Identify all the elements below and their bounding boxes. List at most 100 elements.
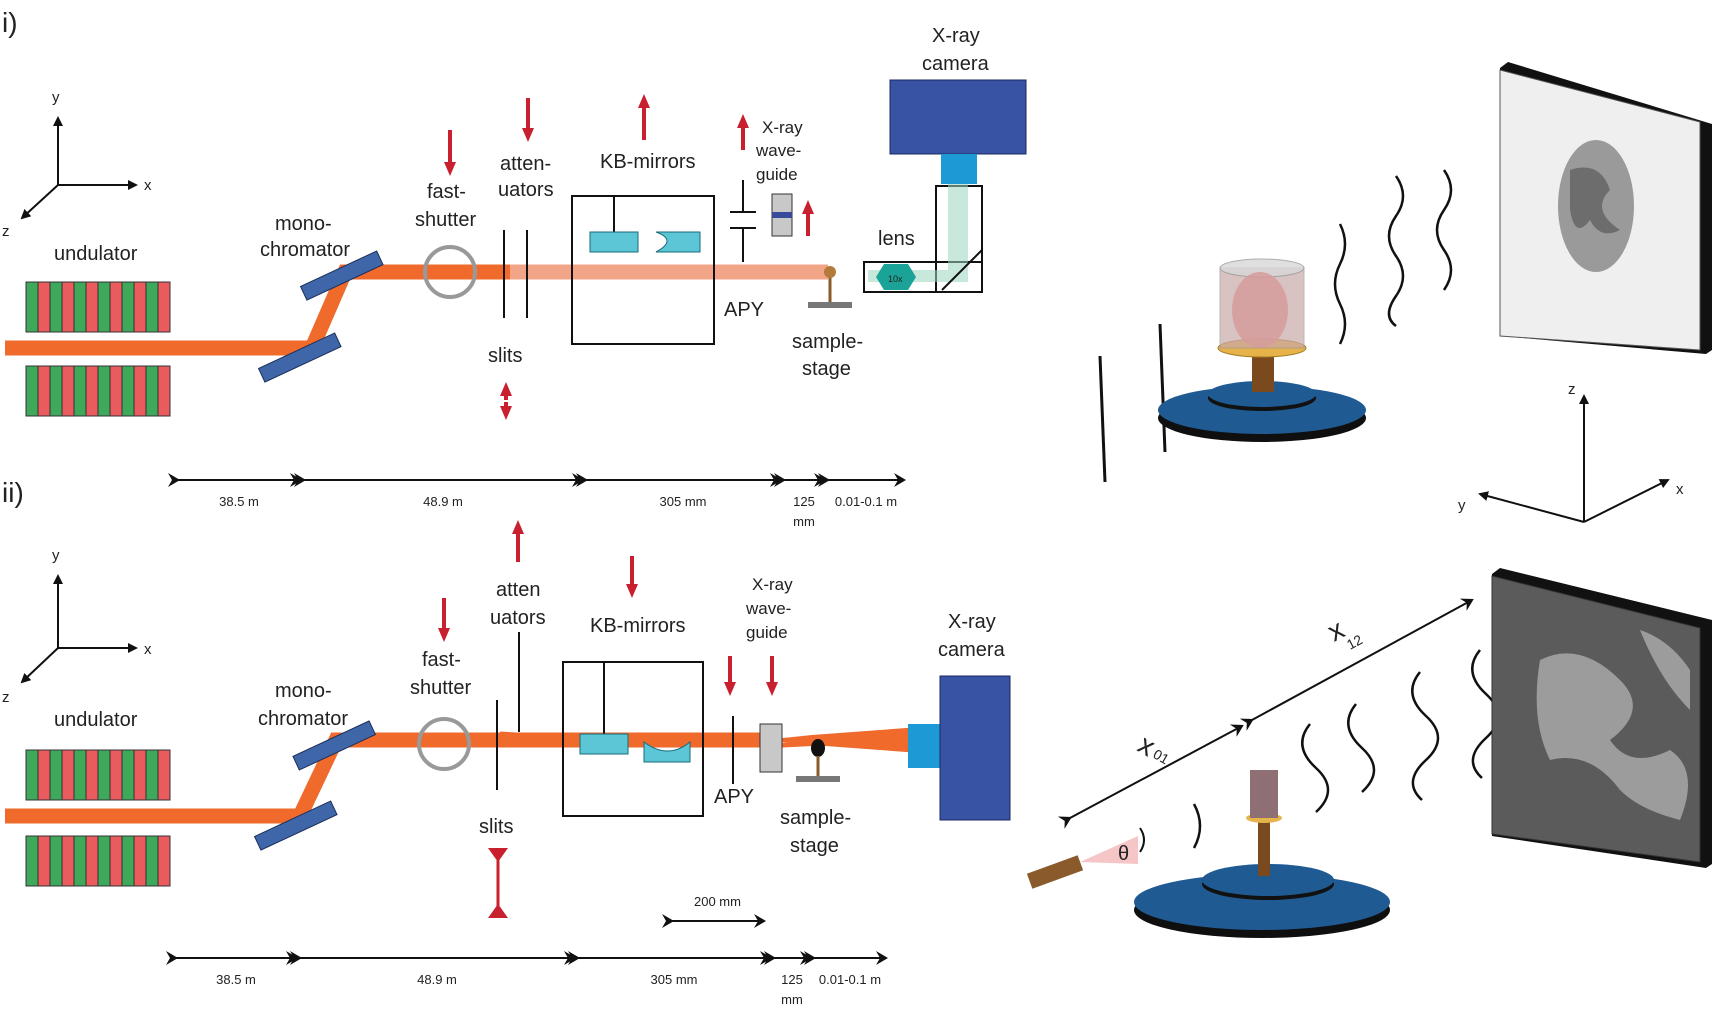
axes-3d <box>1478 394 1670 523</box>
shutter-label-1: fast- <box>422 649 461 671</box>
undulator-magnet <box>85 365 99 417</box>
panel-i: i) y x z undulator mono- chromator fast-… <box>2 7 1027 529</box>
wg-label-2: wave- <box>745 599 791 618</box>
holography-schematic-bottom: x 01 x 12 θ <box>1026 568 1712 938</box>
undulator-magnet <box>37 281 51 333</box>
undulator-magnet <box>73 749 87 801</box>
wg-label-3: guide <box>746 623 788 642</box>
undulator-magnet <box>25 365 39 417</box>
wavefront <box>1301 723 1330 813</box>
x12-distance <box>1239 598 1474 731</box>
stage-label-1: sample- <box>780 807 851 829</box>
atten-label-2: uators <box>490 607 546 629</box>
dimension-label: 305 mm <box>660 494 707 509</box>
atten-label-2: uators <box>498 179 554 201</box>
source-tip <box>1026 855 1084 889</box>
wavefront <box>1192 803 1202 849</box>
kb-mirror-v <box>589 231 639 253</box>
undulator-magnet <box>73 281 87 333</box>
undulator-magnet <box>145 835 159 887</box>
theta-label: θ <box>1118 843 1129 865</box>
axis-z-label: z <box>1568 381 1576 398</box>
undulator-magnet <box>157 365 171 417</box>
beam-cone <box>1080 836 1138 864</box>
hologram-feature <box>1570 167 1620 234</box>
scale-bar-label: 200 mm <box>694 894 741 909</box>
undulator-magnet <box>61 281 75 333</box>
wavefront <box>1333 223 1347 345</box>
sample-holder <box>1258 818 1270 876</box>
undulator-magnet <box>157 281 171 333</box>
undulator-magnet <box>121 749 135 801</box>
axis-x-label: x <box>1676 481 1684 498</box>
waveguide-channel <box>772 212 792 218</box>
undulator-magnet <box>61 835 75 887</box>
kb-mirror-v <box>579 733 629 755</box>
undulator-magnet <box>49 365 63 417</box>
undulator-magnet <box>157 835 171 887</box>
kb-mirror-h <box>643 740 691 763</box>
optical-path <box>868 182 968 282</box>
undulator-magnet <box>121 835 135 887</box>
mono-crystal-bottom <box>253 800 338 851</box>
fast-shutter-ring <box>423 245 477 299</box>
shutter-label-2: shutter <box>415 209 476 231</box>
wavefront <box>1411 671 1440 801</box>
undulator-magnet <box>25 749 39 801</box>
wavefront <box>1435 169 1453 291</box>
shutter-label-1: fast- <box>427 181 466 203</box>
dimension-label: 38.5 m <box>216 972 256 987</box>
undulator-magnet <box>37 835 51 887</box>
undulator-magnet <box>97 365 111 417</box>
wg-label-3: guide <box>756 165 798 184</box>
kb-chamber <box>571 195 715 345</box>
slit-blade <box>1098 355 1107 483</box>
undulator-magnet <box>25 835 39 887</box>
camera-label-1: X-ray <box>948 611 996 633</box>
cone-beam <box>764 727 920 753</box>
kb-label: KB-mirrors <box>590 615 686 637</box>
angle-arc <box>1139 827 1145 853</box>
undulator-label: undulator <box>54 243 138 265</box>
wg-label-2: wave- <box>755 141 801 160</box>
wavefront <box>1347 703 1376 793</box>
atten-label-1: atten <box>496 579 540 601</box>
dimension-label: mm <box>793 514 815 529</box>
undulator-magnet <box>109 365 123 417</box>
camera-adapter <box>908 724 942 768</box>
dimension-label: 48.9 m <box>423 494 463 509</box>
undulator-magnet <box>85 835 99 887</box>
undulator-magnet <box>73 835 87 887</box>
lens-objective <box>876 264 916 290</box>
axis-z-label: z <box>2 223 10 240</box>
undulator-magnet <box>145 365 159 417</box>
camera-adapter <box>941 154 977 184</box>
undulator-magnet <box>85 749 99 801</box>
axis-y-label: y <box>52 547 60 564</box>
undulator-magnet <box>49 749 63 801</box>
kb-chamber <box>562 661 704 817</box>
undulator-magnet <box>121 365 135 417</box>
undulator-magnet <box>49 835 63 887</box>
stage-label-1: sample- <box>792 331 863 353</box>
dimension-label: 38.5 m <box>219 494 259 509</box>
undulator-magnet <box>61 365 75 417</box>
axes-i <box>20 116 138 220</box>
holography-schematic-top <box>1098 62 1712 483</box>
axes-ii <box>20 574 138 684</box>
undulator-magnet <box>49 281 63 333</box>
atten-label-1: atten- <box>500 153 551 175</box>
waveguide <box>759 723 783 773</box>
sample <box>811 739 825 757</box>
mono-label-2: chromator <box>258 708 348 730</box>
panel-i-label: i) <box>2 7 18 38</box>
panel-ii: ii) y x z undulator mono- chromator fast… <box>2 477 1011 1007</box>
red-arrow-head <box>488 848 508 862</box>
undulator-magnet <box>109 835 123 887</box>
x01-distance <box>1057 724 1244 829</box>
axis-z-label: z <box>2 689 10 706</box>
panel-ii-label: ii) <box>2 477 24 508</box>
